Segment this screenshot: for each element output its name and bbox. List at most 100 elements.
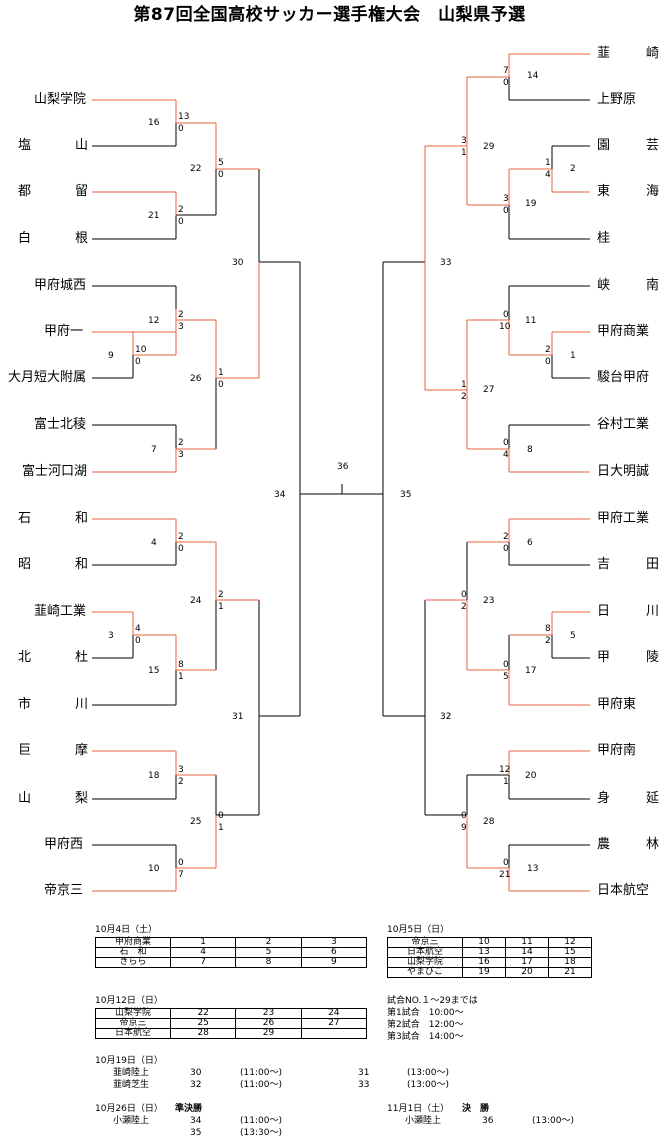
match-number: 32 (440, 712, 452, 722)
score: 3 (178, 450, 184, 460)
score: 0 (178, 858, 184, 868)
team-name: 上野原 (597, 92, 637, 107)
score: 0 (461, 590, 467, 600)
game-time: (11:00～) (240, 1080, 282, 1090)
game-number: 34 (190, 1116, 202, 1126)
match-number: 18 (148, 771, 160, 781)
match-number: 21 (148, 211, 160, 221)
score: 0 (503, 310, 509, 320)
score: 4 (545, 170, 551, 180)
team-name: 甲府東 (597, 697, 637, 712)
score: 0 (178, 124, 184, 134)
date-oct19: 10月19日（日） (95, 1056, 163, 1066)
team-name: 甲 陵 (597, 650, 659, 665)
match-number: 5 (570, 631, 576, 641)
date-oct5: 10月5日（日） (387, 925, 450, 935)
venue: 韮崎芝生 (113, 1080, 150, 1090)
team-name: 甲府南 (597, 743, 637, 758)
score: 9 (461, 823, 467, 833)
match-number: 26 (190, 374, 202, 384)
match-number: 8 (527, 445, 533, 455)
game-time: (13:30～) (240, 1128, 282, 1138)
team-name: 富士河口湖 (22, 464, 88, 479)
score: 13 (178, 112, 190, 122)
game-time: (11:00～) (240, 1116, 282, 1126)
venue: 小瀬陸上 (405, 1116, 442, 1126)
match-number: 28 (483, 817, 495, 827)
game-time: (13:00～) (407, 1080, 449, 1090)
match-number: 11 (525, 316, 537, 326)
score: 1 (218, 602, 224, 612)
team-name: 富士北稜 (34, 417, 87, 432)
date-oct4: 10月4日（土） (95, 925, 158, 935)
match-number: 36 (337, 462, 349, 472)
match-number: 31 (232, 712, 244, 722)
score: 3 (461, 136, 467, 146)
times-note-line: 第1試合 10:00～ (387, 1008, 464, 1018)
date-oct12: 10月12日（日） (95, 996, 163, 1006)
match-number: 13 (527, 864, 539, 874)
score: 1 (218, 368, 224, 378)
team-name: 山 梨 (18, 791, 88, 806)
team-name: 甲府一 (44, 324, 84, 339)
team-name: 園 芸 (597, 138, 659, 153)
team-name: 農 林 (597, 837, 659, 852)
team-name: 北 杜 (18, 650, 88, 665)
match-number: 7 (151, 445, 157, 455)
team-name: 身 延 (597, 791, 659, 806)
score: 8 (545, 624, 551, 634)
match-number: 2 (570, 164, 576, 174)
team-name: 大月短大附属 (8, 370, 87, 385)
team-name: 韮 崎 (597, 46, 659, 61)
game-time: (11:00～) (240, 1068, 282, 1078)
match-number: 34 (274, 490, 286, 500)
score: 2 (461, 602, 467, 612)
score: 4 (503, 450, 509, 460)
score: 0 (178, 217, 184, 227)
team-name: 東 海 (597, 184, 659, 199)
score: 10 (499, 322, 511, 332)
team-name: 帝京三 (44, 883, 84, 898)
game-time: (13:00～) (532, 1116, 574, 1126)
match-number: 1 (570, 351, 576, 361)
team-name: 韮崎工業 (34, 604, 87, 619)
team-name: 峡 南 (597, 278, 659, 293)
score: 12 (499, 765, 511, 775)
team-name: 日大明誠 (597, 464, 650, 479)
score: 2 (503, 532, 509, 542)
team-name: 甲府工業 (597, 511, 650, 526)
match-number: 12 (148, 316, 160, 326)
score: 2 (218, 590, 224, 600)
match-number: 25 (190, 817, 202, 827)
venue: 小瀬陸上 (113, 1116, 150, 1126)
match-number: 14 (527, 71, 539, 81)
team-name: 甲府商業 (597, 324, 650, 339)
team-name: 石 和 (18, 511, 88, 526)
score: 5 (503, 672, 509, 682)
match-number: 27 (483, 385, 495, 395)
match-number: 6 (527, 538, 533, 548)
score: 1 (503, 777, 509, 787)
score: 0 (503, 206, 509, 216)
score: 1 (178, 672, 184, 682)
score: 0 (503, 544, 509, 554)
round-label: 準決勝 (175, 1104, 203, 1114)
score: 2 (178, 532, 184, 542)
page-title: 第87回全国高校サッカー選手権大会 山梨県予選 (133, 5, 526, 25)
score: 2 (178, 205, 184, 215)
score: 0 (135, 636, 141, 646)
score: 0 (545, 357, 551, 367)
tournament-bracket (92, 53, 590, 892)
team-name: 日 川 (597, 604, 659, 619)
match-number: 3 (108, 631, 114, 641)
